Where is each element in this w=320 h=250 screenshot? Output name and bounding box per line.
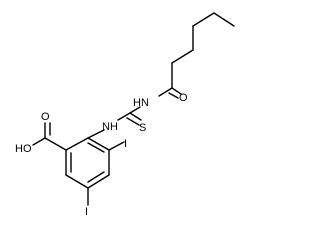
bond-c1-n-upper (158, 87, 173, 97)
bond-n-lower-ring (87, 129, 105, 139)
bond-c6-c5 (213, 12, 235, 27)
bond-n-upper-thio-c (129, 106, 141, 114)
iodine-right-label: I (124, 138, 127, 150)
hexanoyl-chain (171, 12, 235, 89)
bond-carbonyl-double-b (168, 92, 179, 99)
thiourea-core (87, 106, 142, 139)
ring-inner-bond-b (87, 171, 105, 183)
carbonyl-group (158, 87, 182, 99)
ring-bond-1 (87, 137, 110, 151)
bond-thio-c-s-a (129, 112, 142, 121)
carbonyl-oxygen-label: O (179, 92, 188, 104)
iodine-bottom-label: I (85, 206, 88, 218)
amide-nitrogen-upper-label: HN (133, 97, 149, 109)
bond-ring-iodine-right (108, 141, 125, 151)
ring-bond-3 (87, 174, 110, 189)
bond-c3-c2 (171, 49, 194, 64)
bond-carbonyl-double-a (171, 87, 182, 95)
chemical-structure-diagram: O HN S NH HO O I I (15, 12, 235, 218)
bond-acid-c-oh (32, 137, 46, 146)
bond-thio-c-n-lower (117, 112, 131, 121)
bond-c5-c4 (192, 12, 215, 27)
ring-bond-4 (65, 174, 89, 189)
carboxylic-acid-group (32, 122, 67, 151)
iodine-substituents (87, 141, 125, 206)
bond-ring-acid-c (44, 137, 67, 151)
amide-nitrogen-lower-label: NH (102, 121, 118, 133)
acid-oxygen-label: O (41, 111, 50, 123)
thione-sulfur-label: S (139, 122, 146, 134)
ring-bond-6 (65, 137, 89, 151)
ring-inner-bond-a (87, 142, 105, 153)
benzene-ring (65, 137, 110, 189)
bond-thio-c-s-b (126, 117, 140, 126)
hydroxyl-label: HO (15, 143, 32, 155)
